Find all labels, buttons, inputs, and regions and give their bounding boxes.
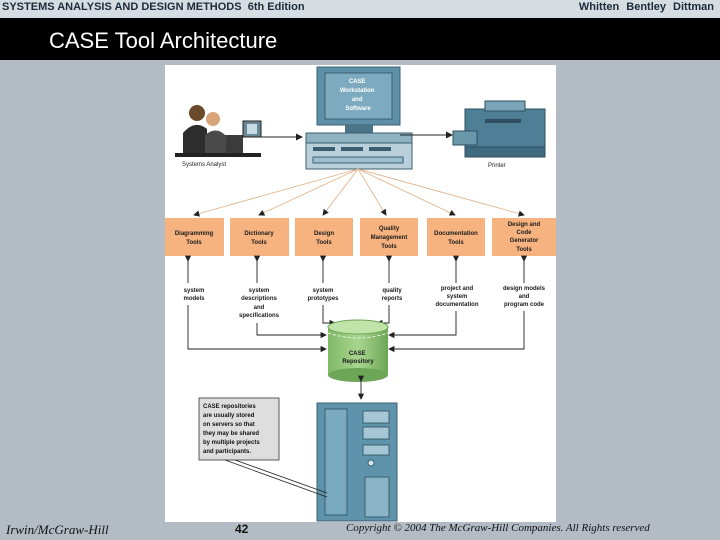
note-text: CASE repositories are usually stored on … — [203, 404, 261, 455]
tool-output-connectors — [184, 255, 528, 283]
case-architecture-diagram: CASE Workstation and Software Systems An… — [165, 66, 556, 522]
repository-connectors — [187, 305, 525, 353]
footer-publisher: Irwin/McGraw-Hill — [6, 522, 109, 537]
server-icon — [316, 402, 398, 522]
note-callout — [198, 397, 328, 498]
tool-box-documentation — [427, 218, 485, 256]
tool-box-generator — [492, 218, 556, 256]
tool-box-quality — [360, 218, 418, 256]
workstation-label: CASE Workstation and Software — [340, 79, 376, 112]
tool-box-dictionary — [230, 218, 289, 256]
footer-page-number: 42 — [235, 522, 249, 536]
title-bar: CASE Tool Architecture — [0, 18, 720, 60]
workstation-icon — [305, 66, 413, 170]
fan-connectors — [193, 168, 525, 217]
tool-boxes — [165, 218, 556, 256]
authors: Whitten Bentley Dittman — [578, 1, 714, 13]
course-title: SYSTEMS ANALYSIS AND DESIGN METHODS 6th … — [2, 1, 305, 13]
tool-box-diagramming — [165, 218, 224, 256]
printer-label: Printer — [488, 163, 506, 169]
slide-title: CASE Tool Architecture — [49, 28, 278, 53]
repository-label: CASE Repository — [342, 351, 374, 365]
repository-cylinder — [327, 319, 389, 382]
analyst-label: Systems Analyst — [182, 162, 226, 168]
tool-box-design — [295, 218, 353, 256]
diagram-canvas: CASE Workstation and Software Systems An… — [165, 65, 556, 522]
printer-icon — [452, 100, 546, 158]
footer-copyright: Copyright © 2004 The McGraw-Hill Compani… — [346, 522, 650, 534]
analyst-icon — [175, 105, 262, 157]
header-bar: SYSTEMS ANALYSIS AND DESIGN METHODS 6th … — [0, 0, 720, 18]
